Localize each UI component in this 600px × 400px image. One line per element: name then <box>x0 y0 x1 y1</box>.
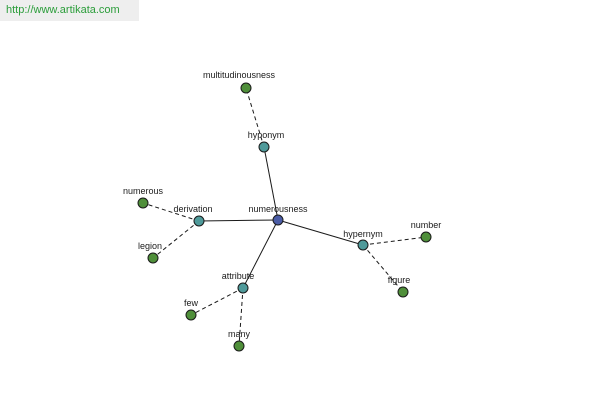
node-derivation-dot[interactable] <box>193 215 205 227</box>
node-numerous-dot[interactable] <box>137 197 149 209</box>
node-numerousness-label[interactable]: numerousness <box>248 204 308 214</box>
node-hypernym-label[interactable]: hypernym <box>343 229 383 239</box>
node-hypernym[interactable]: hypernym <box>343 229 383 251</box>
node-few-label[interactable]: few <box>184 298 199 308</box>
node-figure-dot[interactable] <box>397 286 409 298</box>
graph-nodes: numerousness hyponym derivation hypernym att… <box>123 70 442 352</box>
node-number-label[interactable]: number <box>411 220 442 230</box>
node-figure-label[interactable]: figure <box>388 275 411 285</box>
node-derivation-label[interactable]: derivation <box>173 204 212 214</box>
node-many-label[interactable]: many <box>228 329 251 339</box>
edge-derivation-numerous <box>142 202 200 222</box>
node-few[interactable]: few <box>184 298 199 321</box>
node-attribute[interactable]: attribute <box>222 271 255 294</box>
watermark-url[interactable]: http://www.artikata.com <box>0 0 139 21</box>
edge-numerousness-derivation <box>198 219 279 222</box>
node-attribute-label[interactable]: attribute <box>222 271 255 281</box>
node-hyponym[interactable]: hyponym <box>248 130 285 153</box>
edge-attribute-few <box>190 287 244 316</box>
node-many[interactable]: many <box>228 329 251 352</box>
node-legion-label[interactable]: legion <box>138 241 162 251</box>
node-numerousness-dot[interactable] <box>272 214 284 226</box>
node-few-dot[interactable] <box>185 309 197 321</box>
node-number[interactable]: number <box>411 220 442 243</box>
edge-numerousness-attribute <box>242 219 279 289</box>
edge-hypernym-number <box>362 236 427 246</box>
node-derivation[interactable]: derivation <box>173 204 213 227</box>
node-legion[interactable]: legion <box>138 241 162 264</box>
node-many-dot[interactable] <box>233 340 245 352</box>
node-hypernym-dot[interactable] <box>357 239 369 251</box>
edge-attribute-many <box>238 287 244 347</box>
node-multitudinousness-label[interactable]: multitudinousness <box>203 70 276 80</box>
node-number-dot[interactable] <box>420 231 432 243</box>
node-numerous[interactable]: numerous <box>123 186 164 209</box>
node-legion-dot[interactable] <box>147 252 159 264</box>
node-multitudinousness[interactable]: multitudinousness <box>203 70 276 94</box>
node-multitudinousness-dot[interactable] <box>240 82 252 94</box>
node-numerousness[interactable]: numerousness <box>248 204 308 226</box>
node-hyponym-dot[interactable] <box>258 141 270 153</box>
node-figure[interactable]: figure <box>388 275 411 298</box>
node-numerous-label[interactable]: numerous <box>123 186 164 196</box>
node-attribute-dot[interactable] <box>237 282 249 294</box>
graph-edges <box>142 87 427 347</box>
node-hyponym-label[interactable]: hyponym <box>248 130 285 140</box>
edge-numerousness-hyponym <box>263 146 279 221</box>
edge-derivation-legion <box>152 220 200 259</box>
edge-hypernym-figure <box>362 244 404 293</box>
edge-numerousness-hypernym <box>277 219 364 246</box>
edge-hyponym-multitudinousness <box>245 87 265 148</box>
